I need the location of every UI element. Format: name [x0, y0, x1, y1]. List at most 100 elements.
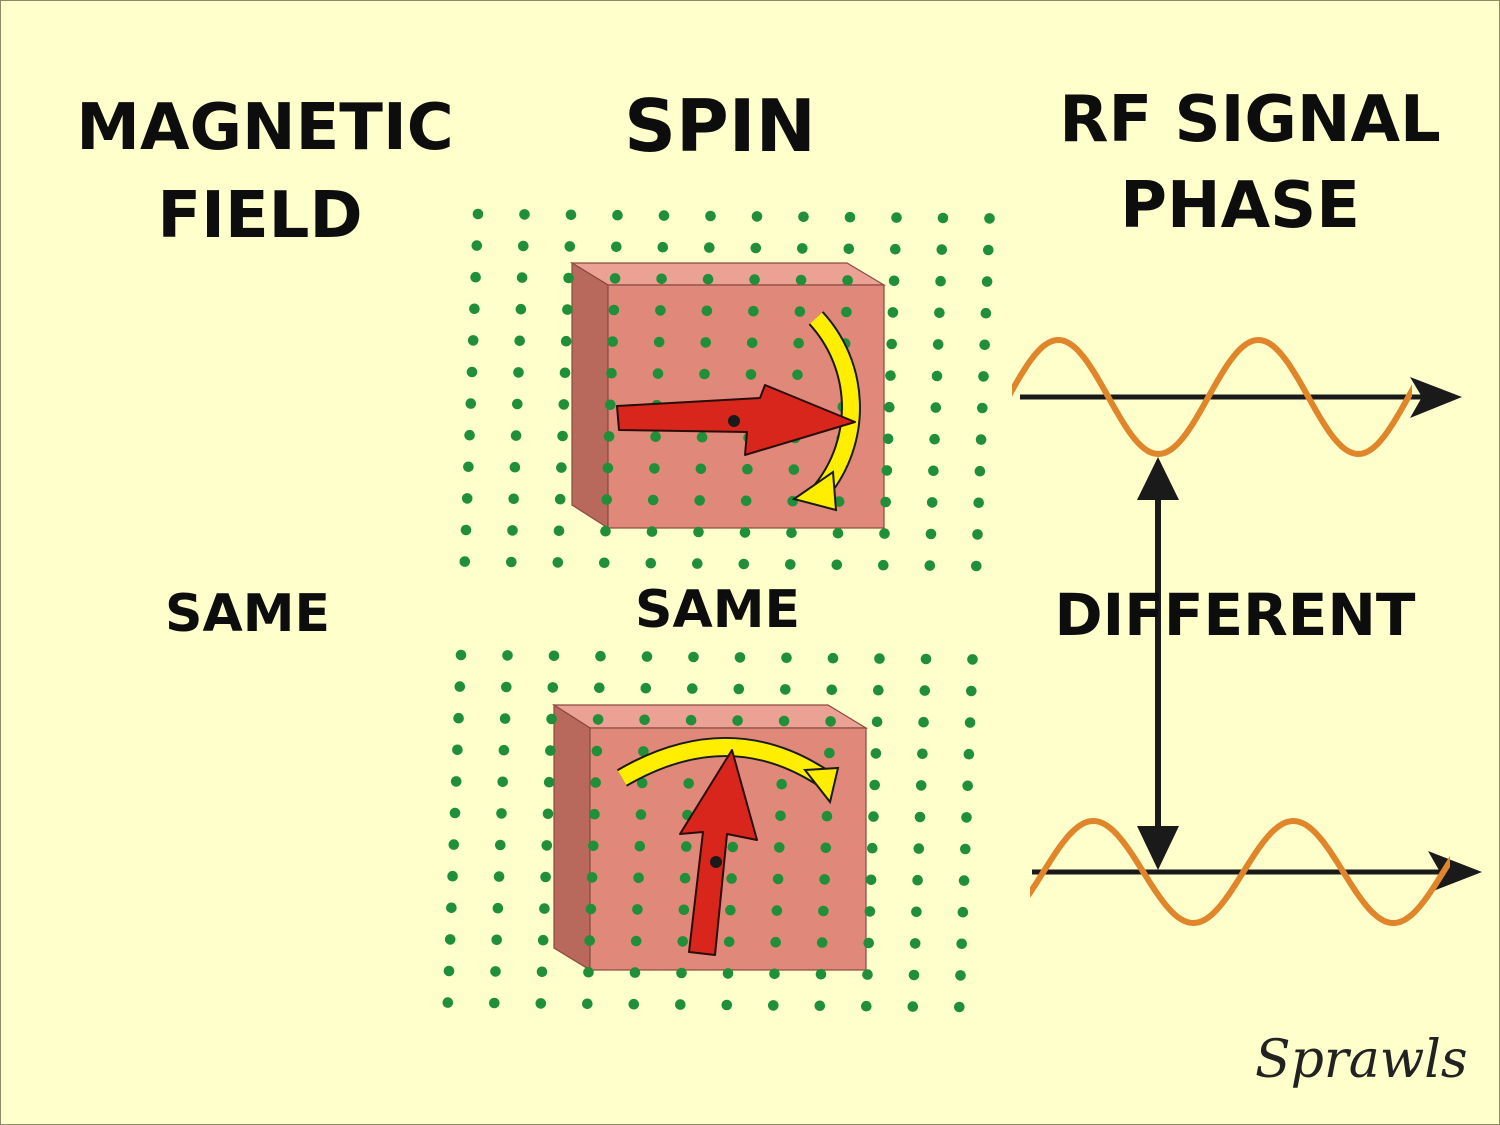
field-dot	[628, 998, 640, 1010]
field-dot	[687, 683, 698, 694]
field-dot	[880, 496, 891, 508]
field-dot	[556, 462, 567, 473]
field-dot	[870, 748, 882, 759]
tissue-block-top	[569, 261, 887, 530]
field-dot	[826, 684, 838, 696]
field-dot	[798, 211, 809, 223]
field-dot	[449, 807, 461, 819]
field-dot	[732, 715, 743, 726]
field-dot	[966, 685, 977, 697]
field-dot	[751, 211, 763, 222]
field-dot	[509, 461, 521, 473]
field-dot	[537, 934, 549, 946]
field-dot	[491, 934, 503, 946]
field-dot	[961, 812, 972, 823]
field-dot	[656, 273, 667, 285]
field-dot	[562, 304, 573, 315]
field-dot	[913, 843, 925, 854]
field-dot	[516, 272, 528, 283]
field-dot	[962, 780, 973, 792]
field-dot	[611, 241, 622, 253]
field-dot	[778, 715, 790, 727]
field-dot	[645, 557, 657, 569]
spin-value: SAME	[635, 580, 800, 640]
field-dot	[863, 937, 874, 949]
field-dot	[912, 874, 923, 886]
field-dot	[508, 493, 519, 505]
field-dot	[879, 528, 890, 539]
magnetic-field-header-line2: FIELD	[157, 179, 363, 253]
field-dot	[981, 276, 993, 287]
field-dot	[633, 872, 644, 884]
magnetic-field-dots-top	[459, 208, 995, 572]
field-dot	[886, 338, 897, 350]
rf-signal-top	[1012, 336, 1462, 458]
field-dot	[882, 433, 894, 445]
field-dot	[915, 780, 927, 791]
field-dot	[917, 748, 928, 760]
rf-signal-header-line2: PHASE	[1120, 169, 1360, 243]
field-dot	[918, 716, 929, 728]
field-dot	[725, 904, 736, 916]
field-dot	[738, 558, 750, 570]
field-dot	[885, 370, 896, 381]
field-dot	[873, 684, 884, 696]
field-dot	[954, 1001, 965, 1013]
field-dot	[833, 496, 845, 507]
field-dot	[979, 339, 990, 351]
field-dot	[825, 716, 836, 727]
field-dot	[589, 808, 600, 820]
field-dot	[636, 777, 648, 789]
field-dot	[815, 968, 827, 980]
field-dot	[594, 682, 605, 694]
field-dot	[821, 810, 833, 822]
field-dot	[786, 527, 797, 539]
field-dot	[459, 556, 471, 567]
field-dot	[871, 716, 883, 728]
field-dot	[974, 465, 986, 477]
field-dot	[599, 557, 610, 569]
field-dot	[600, 525, 611, 537]
field-dot	[507, 525, 518, 536]
field-dot	[683, 778, 694, 789]
field-dot	[723, 936, 735, 948]
field-dot	[975, 434, 987, 445]
field-dot	[539, 903, 550, 914]
field-dot	[463, 461, 474, 473]
field-dot	[565, 209, 577, 221]
field-dot	[639, 714, 650, 726]
field-dot	[489, 997, 500, 1009]
field-dot	[746, 337, 758, 349]
field-dot	[932, 339, 944, 350]
field-dot	[582, 998, 593, 1010]
field-dot	[535, 998, 547, 1009]
field-dot	[776, 778, 787, 790]
field-dot	[450, 776, 462, 787]
field-dot	[841, 306, 852, 318]
rf-signal-header-line1: RF SIGNAL	[1059, 83, 1441, 157]
field-dot	[583, 966, 594, 978]
field-dot	[542, 808, 554, 820]
field-dot	[930, 402, 942, 413]
field-dot	[935, 275, 946, 287]
field-dot	[832, 527, 844, 539]
field-dot	[638, 746, 649, 757]
field-dot	[492, 902, 504, 914]
field-dot	[699, 368, 710, 380]
field-dot	[768, 1000, 779, 1011]
field-dot	[964, 717, 976, 728]
field-dot	[785, 559, 796, 570]
field-dot	[584, 935, 595, 946]
field-dot	[640, 682, 652, 694]
field-dot	[513, 367, 524, 378]
field-dot	[727, 841, 739, 853]
field-dot	[820, 842, 832, 854]
field-dot	[919, 685, 931, 696]
field-dot	[888, 275, 900, 287]
field-dot	[700, 337, 711, 348]
field-dot	[454, 681, 466, 692]
field-dot	[937, 212, 949, 224]
field-dot	[646, 526, 658, 537]
field-dot	[792, 369, 803, 381]
